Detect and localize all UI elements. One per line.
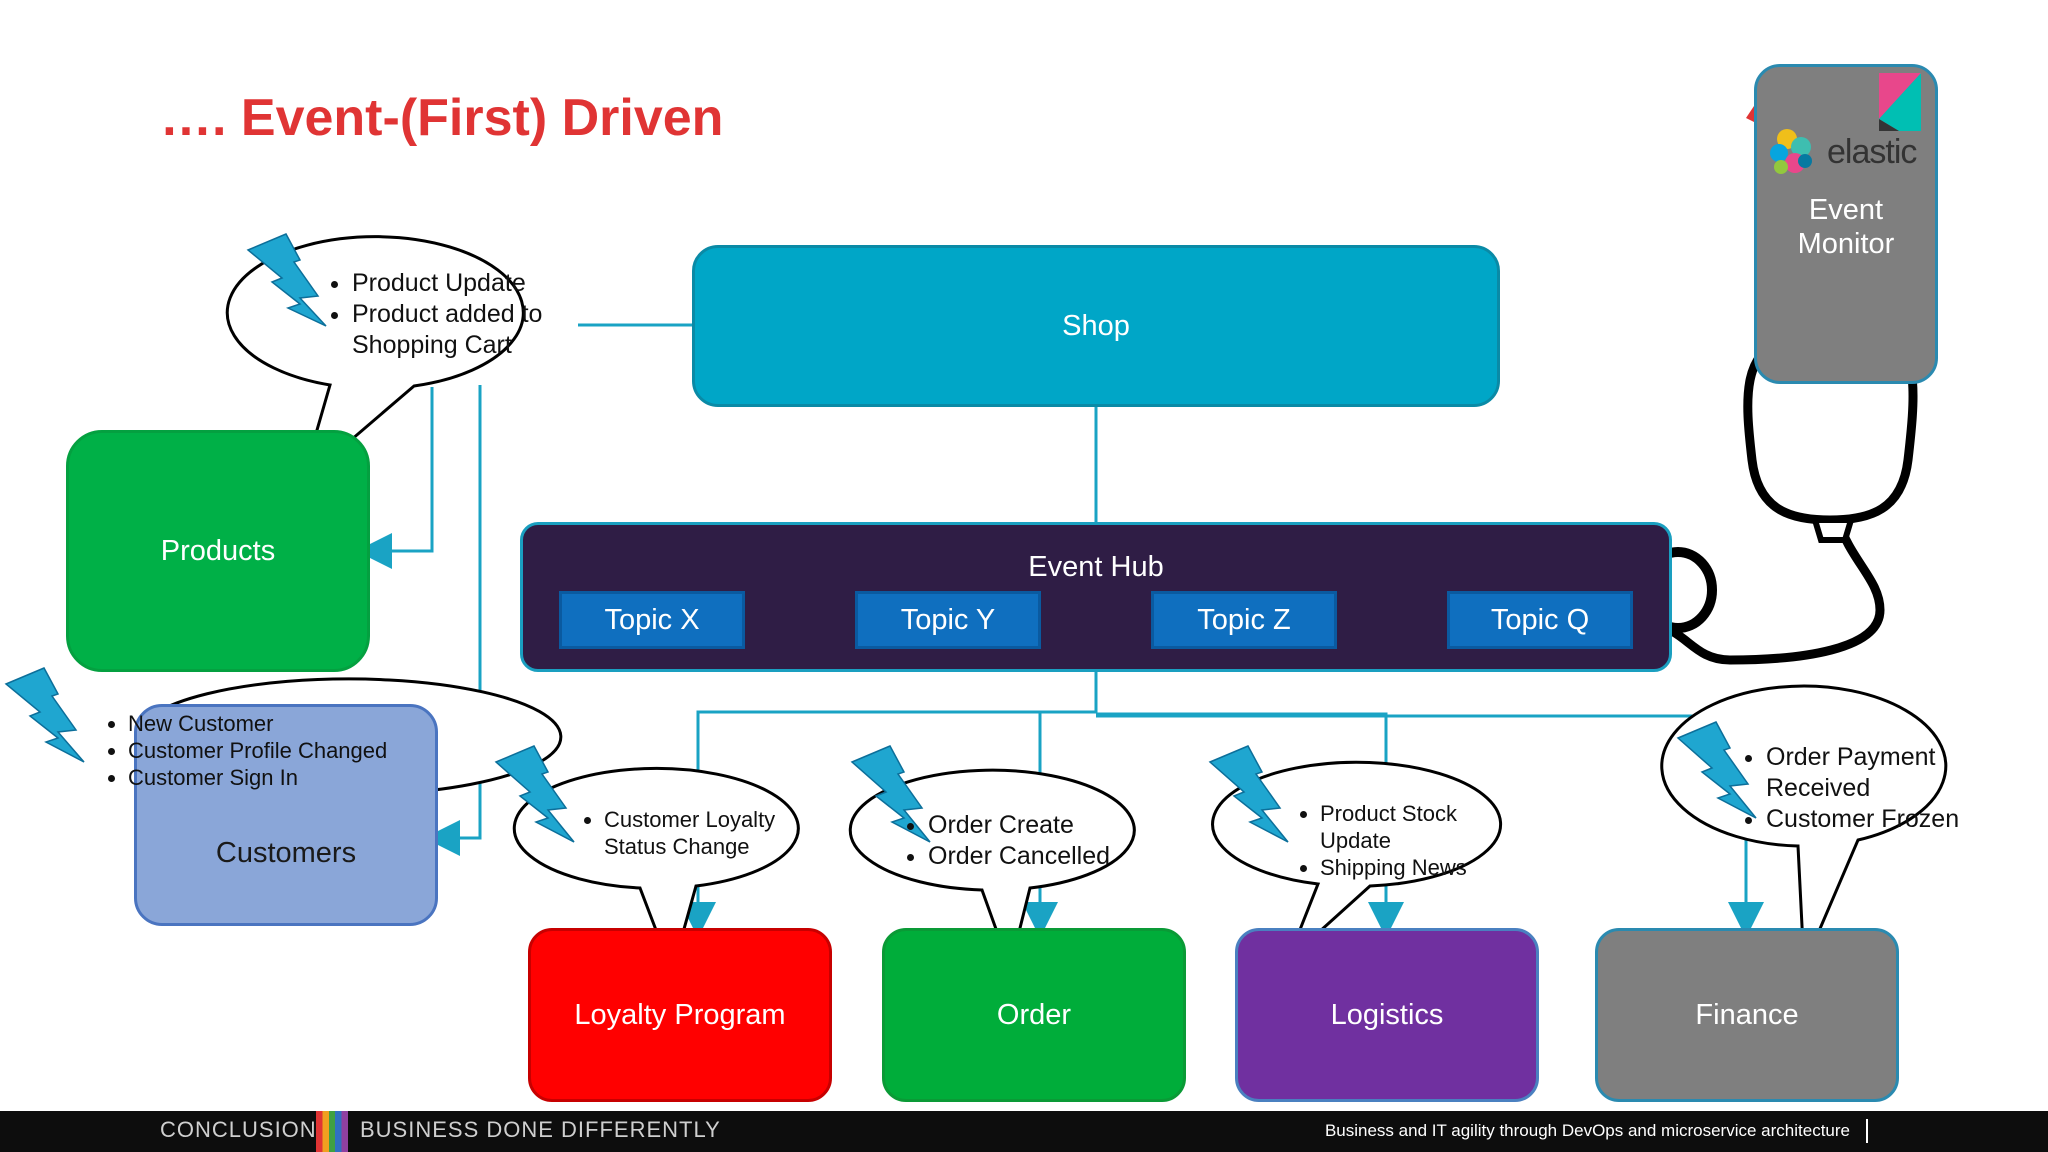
customers-service[interactable]: Customers — [134, 704, 438, 926]
footer-divider — [1866, 1119, 1868, 1143]
bubble-loyalty — [512, 766, 800, 977]
topic-z[interactable]: Topic Z — [1151, 591, 1337, 649]
event-monitor[interactable]: elastic Event Monitor — [1754, 64, 1938, 384]
page-title: …. Event-(First) Driven — [160, 89, 724, 147]
event-item: Product Stock Update — [1320, 800, 1490, 854]
loyalty-events: Customer Loyalty Status Change — [574, 806, 794, 860]
event-item: Shipping News — [1320, 854, 1490, 881]
elastic-brand: elastic — [1827, 133, 1917, 171]
event-hub[interactable]: Event Hub Topic X Topic Y Topic Z Topic … — [520, 522, 1672, 672]
logistics-service[interactable]: Logistics — [1235, 928, 1539, 1102]
logo-graphics — [1770, 73, 1921, 174]
finance-service[interactable]: Finance — [1595, 928, 1899, 1102]
event-item: Order Cancelled — [928, 841, 1138, 872]
lightning-icon — [1208, 745, 1289, 843]
lightning-icon — [494, 745, 575, 843]
shop-events: Product Update Product added to Shopping… — [322, 268, 562, 361]
order-events: Order Create Order Cancelled — [898, 810, 1138, 872]
event-item: Product Update — [352, 268, 562, 299]
topic-y[interactable]: Topic Y — [855, 591, 1041, 649]
connector-to-customers — [424, 385, 482, 856]
event-item: Product added to Shopping Cart — [352, 299, 562, 361]
shop-label: Shop — [1062, 309, 1130, 342]
topic-q[interactable]: Topic Q — [1447, 591, 1633, 649]
loyalty-label: Loyalty Program — [574, 998, 786, 1031]
event-item: New Customer — [128, 710, 428, 737]
shop-service[interactable]: Shop — [692, 245, 1500, 407]
event-item: Order Create — [928, 810, 1138, 841]
event-item: Customer Profile Changed — [128, 737, 428, 764]
logistics-events: Product Stock Update Shipping News — [1290, 800, 1490, 881]
event-item: Customer Loyalty Status Change — [604, 806, 794, 860]
event-item: Customer Sign In — [128, 764, 428, 791]
bubble-logistics — [1211, 760, 1503, 962]
footer-bar: CONCLUSION BUSINESS DONE DIFFERENTLY Bus… — [0, 1111, 2048, 1152]
finance-events: Order Payment Received Customer Frozen — [1736, 742, 1986, 835]
kibana-logo-icon — [1879, 73, 1921, 131]
event-hub-label: Event Hub — [1028, 551, 1164, 583]
bubble-order — [848, 768, 1136, 974]
event-item: Customer Frozen — [1766, 804, 1986, 835]
products-service[interactable]: Products — [66, 430, 370, 672]
footer-section: CONCLUSION — [160, 1117, 317, 1142]
customers-label: Customers — [215, 837, 357, 869]
lightning-icon — [4, 667, 85, 763]
connector-to-products — [356, 387, 434, 569]
lightning-icon — [1676, 721, 1757, 819]
footer-tagline: Business and IT agility through DevOps a… — [1324, 1121, 1850, 1140]
products-label: Products — [160, 534, 276, 567]
topic-x[interactable]: Topic X — [559, 591, 745, 649]
bubble-finance — [1660, 684, 1948, 967]
loyalty-service[interactable]: Loyalty Program — [528, 928, 832, 1102]
finance-label: Finance — [1695, 998, 1799, 1031]
lightning-icon — [246, 233, 327, 327]
footer-slogan: BUSINESS DONE DIFFERENTLY — [360, 1117, 721, 1142]
logistics-label: Logistics — [1330, 998, 1444, 1031]
order-label: Order — [996, 998, 1072, 1031]
event-item: Order Payment Received — [1766, 742, 1986, 804]
customer-events: New Customer Customer Profile Changed Cu… — [98, 710, 428, 791]
lightning-icon — [850, 745, 931, 843]
event-monitor-label: Event Monitor — [1797, 194, 1895, 260]
color-bars — [316, 1111, 348, 1152]
elastic-logo-icon — [1770, 129, 1812, 174]
order-service[interactable]: Order — [882, 928, 1186, 1102]
